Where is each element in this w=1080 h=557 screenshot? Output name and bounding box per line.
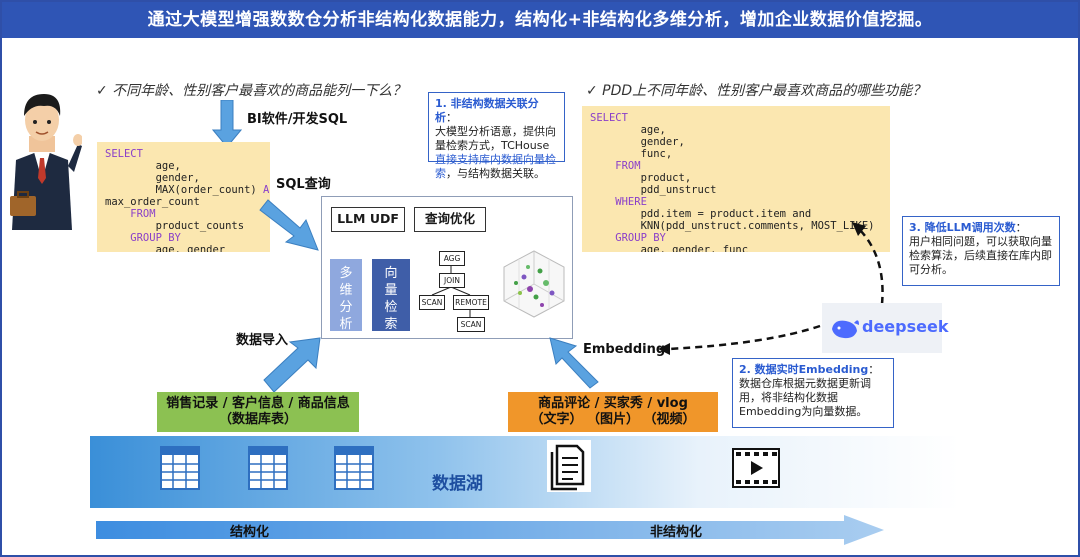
unstructured-sources-box: 商品评论 / 买家秀 / vlog （文字） （图片） （视频）: [508, 392, 718, 432]
left-sql-block: SELECT age, gender, MAX(order_count) AS …: [97, 142, 270, 252]
deepseek-whale-icon: [832, 320, 859, 339]
multi-dim-analysis-box: 多维分析: [330, 259, 362, 332]
sql-line: product,: [590, 172, 692, 184]
structured-sources-line1: 销售记录 / 客户信息 / 商品信息: [166, 396, 350, 411]
right-sql-block: SELECT age, gender, func, FROM product, …: [582, 106, 890, 252]
sql-query-label: SQL查询: [276, 177, 331, 192]
businessman-icon: [10, 94, 82, 230]
left-question: ✓ 不同年龄、性别客户最喜欢的商品能列一下么？: [96, 83, 407, 99]
sql-line: age,: [105, 160, 181, 172]
structured-to-engine-arrow: [263, 337, 321, 393]
callout-text: 用户相同问题，可以获取向量检索算法，后续直接在库内即可分析。: [909, 235, 1052, 276]
table-icon: [248, 446, 288, 490]
callout-reduce-llm-calls: 3. 降低LLM调用次数： 用户相同问题，可以获取向量检索算法，后续直接在库内即…: [902, 216, 1060, 286]
deepseek-to-embedding-dashed-arrow: [658, 324, 821, 355]
sql-line: func,: [590, 148, 673, 160]
deepseek-logo: deepseek: [822, 303, 948, 353]
sql-line: MAX(order_count): [105, 184, 264, 196]
spectrum-unstructured-label: 非结构化: [650, 525, 703, 540]
sql-keyword: FROM: [590, 160, 641, 172]
op-remote: REMOTE: [453, 295, 489, 310]
embedding-label: Embedding: [583, 342, 666, 357]
sql-line: pdd_unstruct: [590, 184, 717, 196]
callout-text: 大模型分析语意，提供向量检索方式，TCHouse: [435, 125, 556, 152]
sql-keyword: FROM: [105, 208, 156, 220]
data-lake-band: [90, 436, 960, 508]
data-import-label: 数据导入: [236, 333, 289, 348]
callout-unstructured-analysis: 1. 非结构数据关联分析： 大模型分析语意，提供向量检索方式，TCHouse直接…: [428, 92, 565, 180]
callout-text: ，与结构数据关联。: [446, 167, 545, 180]
callout-highlight: 直接支持库内数据向量检索: [435, 153, 556, 180]
unstructured-to-engine-arrow: [549, 337, 599, 389]
sql-line: max_order_count: [105, 196, 200, 208]
unstructured-sources-line1: 商品评论 / 买家秀 / vlog: [538, 396, 688, 411]
structured-sources-line2: （数据库表）: [218, 412, 297, 427]
sql-keyword: GROUP BY: [105, 232, 181, 244]
sql-line: age,: [590, 124, 666, 136]
spectrum-structured-label: 结构化: [230, 525, 270, 540]
sql-keyword: GROUP BY: [590, 232, 666, 244]
structured-unstructured-spectrum-arrow: [96, 515, 884, 545]
vector-scatter-3d-icon: [503, 250, 565, 318]
bi-down-arrow: [212, 100, 242, 148]
sql-line: product_counts: [105, 220, 245, 232]
callout-text: 数据仓库根据元数据更新调用，将非结构化数据Embedding为向量数据。: [739, 377, 871, 418]
page-title: 通过大模型增强数数仓分析非结构化数据能力，结构化+非结构化多维分析，增加企业数据…: [2, 2, 1078, 38]
sql-keyword: SELECT: [105, 148, 143, 160]
op-agg: AGG: [439, 251, 465, 266]
video-icon: [732, 448, 780, 488]
sql-to-engine-arrow: [259, 199, 319, 251]
callout-colon: ：: [1015, 221, 1027, 234]
right-question: ✓ PDD上不同年龄、性别客户最喜欢商品的哪些功能？: [586, 83, 927, 99]
op-join: JOIN: [439, 273, 465, 288]
table-icon: [334, 446, 374, 490]
callout-heading: 1. 非结构数据关联分析: [435, 97, 539, 124]
sql-line: KNN(pdd_unstruct.comments, MOST_LIKE): [590, 220, 875, 232]
document-icon: [547, 440, 591, 492]
table-icon: [160, 446, 200, 490]
deepseek-to-sql-dashed-arrow: [852, 222, 884, 305]
sql-keyword: AS: [263, 184, 270, 196]
callout-realtime-embedding: 2. 数据实时Embedding： 数据仓库根据元数据更新调用，将非结构化数据E…: [732, 358, 894, 428]
sql-line: age, gender, func: [590, 244, 749, 252]
op-scan: SCAN: [457, 317, 485, 332]
vector-search-label: 向量检索: [384, 266, 398, 332]
deepseek-wordmark: deepseek: [862, 317, 949, 336]
sql-line: gender,: [590, 136, 685, 148]
callout-colon: ：: [446, 111, 457, 124]
data-lake-label: 数据湖: [432, 474, 483, 494]
sql-keyword: SELECT: [590, 112, 628, 124]
bi-tool-label: BI软件/开发SQL: [247, 112, 348, 127]
llm-udf-box: LLM UDF: [331, 207, 405, 232]
unstructured-sources-line2: （文字） （图片） （视频）: [530, 412, 696, 427]
sql-line: age, gender: [105, 244, 226, 252]
structured-sources-box: 销售记录 / 客户信息 / 商品信息 （数据库表）: [157, 392, 359, 432]
callout-heading: 3. 降低LLM调用次数: [909, 221, 1016, 234]
sql-keyword: WHERE: [590, 196, 647, 208]
multi-dim-analysis-label: 多维分析: [339, 266, 353, 332]
sql-line: gender,: [105, 172, 200, 184]
callout-heading: 2. 数据实时Embedding: [739, 363, 869, 376]
sql-line: pdd.item = product.item and: [590, 208, 812, 220]
query-engine-panel: LLM UDF 查询优化 多维分析 向量检索 AGG JOIN SCAN REM…: [321, 196, 573, 339]
op-scan: SCAN: [419, 295, 445, 310]
vector-search-box: 向量检索: [372, 259, 410, 332]
callout-colon: ：: [868, 363, 880, 376]
query-optimization-box: 查询优化: [414, 207, 486, 232]
